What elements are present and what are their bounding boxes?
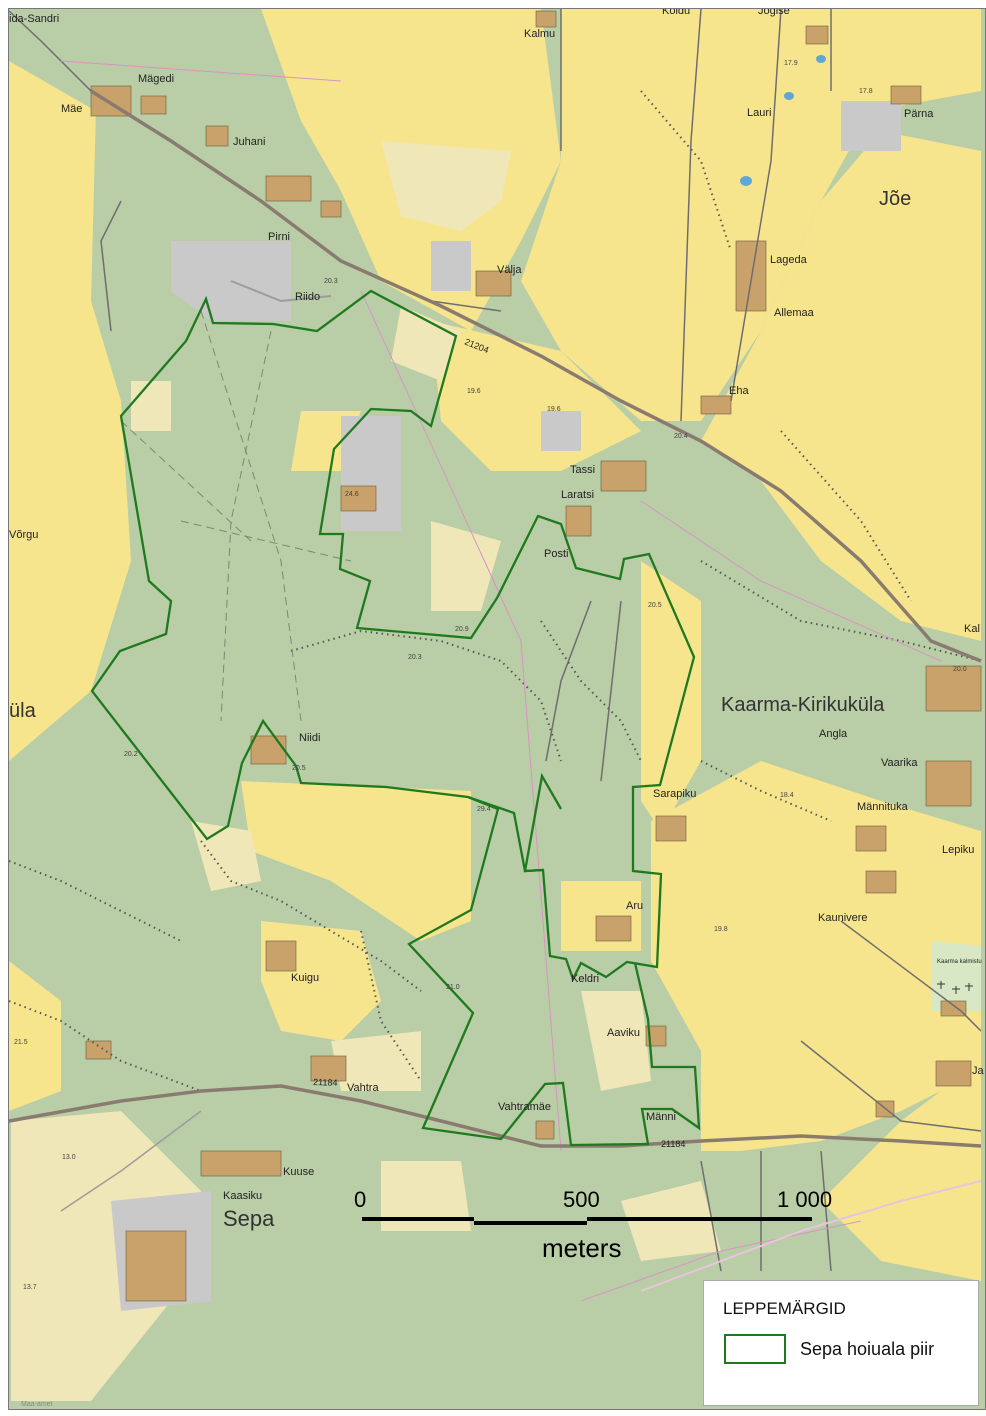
- legend-item-label: Sepa hoiuala piir: [800, 1339, 935, 1359]
- place-aru: Aru: [626, 900, 644, 912]
- place-labels: ida-Sandri Kalmu Koidu Jõgise Mägedi Mäe…: [9, 8, 985, 1409]
- place-manni: Männi: [646, 1111, 676, 1123]
- svg-text:20.5: 20.5: [648, 602, 662, 609]
- water-bodies: [740, 55, 826, 186]
- place-niidi: Niidi: [299, 732, 321, 744]
- map-attribution: Maa-amet: [21, 1401, 53, 1408]
- place-laratsi: Laratsi: [561, 489, 595, 501]
- map-canvas: 21204 21184 21184 19.6 19.6 20.4 24.6 20…: [9, 9, 985, 1409]
- place-angla: Angla: [819, 728, 848, 740]
- place-parna: Pärna: [904, 108, 934, 120]
- svg-text:29.4: 29.4: [477, 806, 491, 813]
- map-frame[interactable]: 21204 21184 21184 19.6 19.6 20.4 24.6 20…: [8, 8, 986, 1410]
- field-tracks: [9, 90, 982, 1092]
- place-mae: Mäe: [61, 103, 83, 115]
- place-ida-sandri: ida-Sandri: [9, 13, 60, 25]
- svg-text:20.2: 20.2: [124, 751, 138, 758]
- place-posti: Posti: [544, 548, 569, 560]
- place-kalmu: Kalmu: [524, 28, 556, 40]
- svg-text:13.0: 13.0: [62, 1154, 76, 1161]
- place-sepa: Sepa: [223, 1206, 275, 1231]
- place-vahtramae: Vahtramäe: [498, 1101, 551, 1113]
- grassland-areas: [11, 141, 981, 1401]
- place-juhani: Juhani: [233, 136, 266, 148]
- place-kuuse: Kuuse: [283, 1166, 315, 1178]
- place-joe: Jõe: [879, 188, 912, 210]
- place-pirni: Pirni: [268, 231, 291, 243]
- svg-text:13.7: 13.7: [23, 1284, 37, 1291]
- svg-text:20.9: 20.9: [455, 626, 469, 633]
- place-keldri: Keldri: [571, 973, 600, 985]
- place-kaarma-kirikukula: Kaarma-Kirikuküla: [721, 694, 885, 716]
- elevation-labels: 19.6 19.6 20.4 24.6 20.9 20.3 20.5 20.5 …: [14, 60, 967, 1291]
- svg-text:19.6: 19.6: [467, 388, 481, 395]
- place-ula: üla: [9, 700, 36, 722]
- place-kaasiku: Kaasiku: [223, 1190, 263, 1202]
- place-vaarika: Vaarika: [881, 757, 918, 769]
- place-eha: Eha: [729, 385, 749, 397]
- svg-text:24.6: 24.6: [345, 491, 359, 498]
- place-kuigu: Kuigu: [291, 972, 320, 984]
- land-boundaries: [9, 9, 982, 1272]
- place-aaviku: Aaviku: [607, 1027, 641, 1039]
- forest-rides: [120, 310, 352, 722]
- place-lepiku: Lepiku: [942, 844, 975, 856]
- building-markers: [85, 10, 982, 1302]
- road-label-21184-b: 21184: [661, 1139, 685, 1149]
- svg-text:17.9: 17.9: [784, 60, 798, 67]
- place-riido: Riido: [295, 291, 321, 303]
- sepa-conservation-boundary: [90, 289, 701, 1147]
- place-kaarma-kalmistu: Kaarma kalmistu: [937, 959, 982, 965]
- svg-text:20.3: 20.3: [324, 278, 338, 285]
- place-tassi: Tassi: [570, 464, 596, 476]
- svg-text:18.4: 18.4: [780, 792, 794, 799]
- place-jogise: Jõgise: [758, 8, 790, 17]
- svg-text:17.8: 17.8: [859, 88, 873, 95]
- place-valja: Välja: [497, 264, 522, 276]
- road-network: [9, 89, 982, 1292]
- place-mannituka: Männituka: [857, 801, 908, 813]
- place-kaunivere: Kaunivere: [818, 912, 868, 924]
- place-sarapiku: Sarapiku: [653, 788, 697, 800]
- place-magedi: Mägedi: [138, 73, 175, 85]
- place-vorgu: Võrgu: [9, 529, 39, 541]
- svg-text:19.8: 19.8: [714, 926, 728, 933]
- place-ja: Ja: [972, 1065, 984, 1077]
- place-kal: Kal: [964, 623, 980, 635]
- place-lageda: Lageda: [770, 254, 807, 266]
- road-label-21184-a: 21184: [313, 1077, 338, 1088]
- cemetery-symbols: [937, 981, 973, 994]
- svg-text:21.0: 21.0: [446, 984, 460, 991]
- map-legend: LEPPEMÄRGID Sepa hoiuala piir: [703, 1280, 979, 1406]
- place-vahtra: Vahtra: [347, 1082, 379, 1094]
- legend-boundary-swatch: [724, 1334, 786, 1364]
- place-allemaa: Allemaa: [774, 307, 814, 319]
- place-lauri: Lauri: [747, 107, 772, 119]
- svg-text:19.6: 19.6: [547, 406, 561, 413]
- svg-text:20.0: 20.0: [953, 666, 967, 673]
- svg-text:20.4: 20.4: [674, 433, 688, 440]
- utility-lines: [60, 60, 942, 1302]
- legend-title: LEPPEMÄRGID: [723, 1299, 846, 1318]
- svg-text:21.5: 21.5: [14, 1039, 28, 1046]
- svg-text:20.5: 20.5: [292, 765, 306, 772]
- place-koidu: Koidu: [662, 8, 691, 17]
- svg-text:20.3: 20.3: [408, 654, 422, 661]
